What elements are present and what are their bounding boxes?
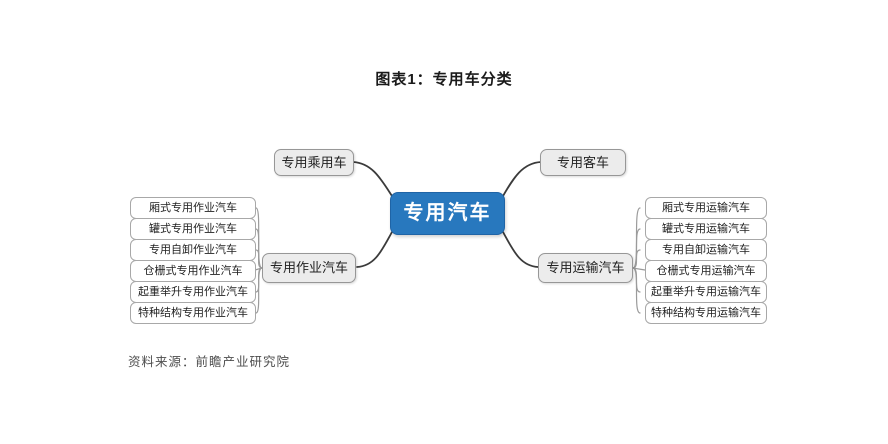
main-branch-lines: [352, 161, 542, 268]
leaf-node: 专用自卸运输汽车: [645, 239, 767, 261]
line-center-to-passenger: [352, 161, 393, 197]
leaf-node: 罐式专用作业汽车: [130, 218, 256, 240]
branch-node-special-bus: 专用客车: [540, 149, 626, 176]
leaf-node: 仓栅式专用运输汽车: [645, 260, 767, 282]
line-operation-leaf-6: [255, 267, 263, 314]
leaf-connector-lines: [254, 207, 646, 314]
leaf-node: 厢式专用运输汽车: [645, 197, 767, 219]
leaf-node: 特种结构专用运输汽车: [645, 302, 767, 324]
center-node: 专用汽车: [390, 192, 505, 235]
page-title: 图表1：专用车分类: [375, 71, 513, 88]
line-transport-leaf-6: [632, 267, 641, 314]
leaf-node: 起重举升专用作业汽车: [130, 281, 256, 303]
leaf-node: 专用自卸作业汽车: [130, 239, 256, 261]
branch-node-special-passenger-car: 专用乘用车: [274, 149, 354, 176]
line-transport-leaf-3: [632, 249, 641, 269]
leaf-node: 起重举升专用运输汽车: [645, 281, 767, 303]
line-center-to-operation: [356, 231, 393, 268]
branch-node-special-transport-vehicle: 专用运输汽车: [538, 253, 633, 283]
branch-node-special-operation-vehicle: 专用作业汽车: [262, 253, 356, 283]
leaf-node: 厢式专用作业汽车: [130, 197, 256, 219]
line-operation-leaf-3: [255, 249, 263, 269]
source-note: 资料来源：前瞻产业研究院: [128, 355, 291, 369]
leaf-node: 特种结构专用作业汽车: [130, 302, 256, 324]
line-operation-leaf-2: [255, 228, 263, 269]
line-center-to-bus: [502, 161, 542, 197]
leaf-node: 罐式专用运输汽车: [645, 218, 767, 240]
line-center-to-transport: [502, 231, 539, 268]
leaf-node: 仓栅式专用作业汽车: [130, 260, 256, 282]
